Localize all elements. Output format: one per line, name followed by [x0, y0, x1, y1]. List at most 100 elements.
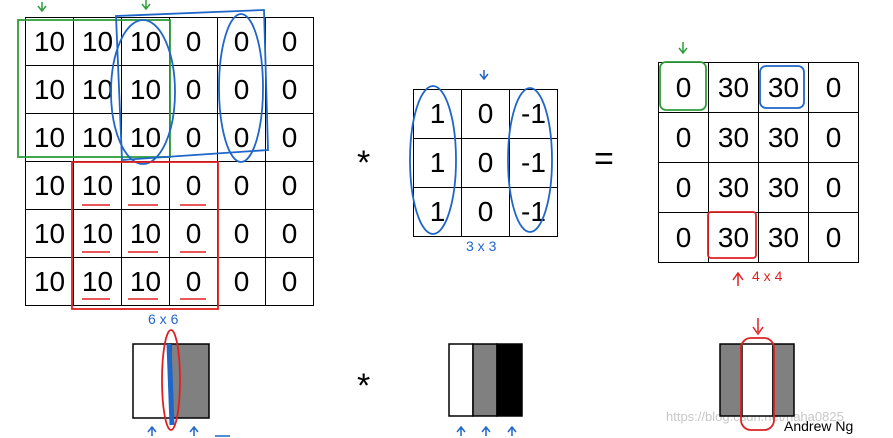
matrix-cell: 10 [25, 65, 74, 114]
matrix-cell: 30 [708, 112, 759, 163]
matrix-cell: 10 [73, 257, 122, 306]
green-arrow-icon [37, 2, 47, 13]
matrix-cell: 10 [25, 209, 74, 258]
matrix-cell: -1 [509, 89, 558, 139]
matrix-cell: 0 [169, 65, 218, 114]
matrix-cell: 1 [413, 187, 462, 237]
matrix-cell: 10 [25, 113, 74, 162]
equals-symbol: = [594, 140, 614, 178]
matrix-cell: 1 [413, 138, 462, 188]
output-image-white [741, 343, 774, 417]
matrix-cell: 0 [217, 257, 266, 306]
matrix-cell: 10 [73, 161, 122, 210]
matrix-cell: 10 [121, 65, 170, 114]
matrix-cell: 10 [121, 161, 170, 210]
matrix-cell: 0 [265, 161, 314, 210]
edge-red-oval [161, 329, 181, 431]
matrix-cell: 30 [758, 162, 809, 213]
output-image-gray-left [719, 343, 743, 417]
input-size-note: 6 x 6 [148, 311, 179, 327]
matrix-cell: 0 [658, 162, 709, 213]
matrix-cell: -1 [509, 138, 558, 188]
green-arrow-icon-3 [678, 42, 688, 55]
matrix-cell: 10 [25, 257, 74, 306]
blue-arrow-up-icon [147, 425, 157, 436]
matrix-cell: 10 [73, 65, 122, 114]
matrix-cell: 0 [808, 212, 859, 263]
matrix-cell: 10 [73, 113, 122, 162]
matrix-cell: 0 [217, 17, 266, 66]
matrix-cell: 0 [169, 209, 218, 258]
matrix-cell: 30 [758, 112, 809, 163]
edge-blue-line [166, 343, 175, 426]
matrix-cell: 0 [658, 62, 709, 113]
matrix-cell: 0 [658, 212, 709, 263]
matrix-cell: 0 [265, 209, 314, 258]
output-size-note: 4 x 4 [752, 268, 783, 284]
filter-image-white [448, 343, 474, 417]
input-image-white [132, 343, 172, 419]
blue-arrow-up-icon-2 [189, 425, 230, 437]
matrix-cell: 0 [265, 257, 314, 306]
matrix-cell: 10 [121, 257, 170, 306]
green-arrow-icon-2 [141, 0, 151, 11]
matrix-cell: 0 [658, 112, 709, 163]
convolution-symbol-bottom: * [357, 367, 371, 405]
matrix-cell: 0 [461, 138, 510, 188]
matrix-cell: 30 [708, 162, 759, 213]
matrix-cell: 0 [217, 161, 266, 210]
matrix-cell: -1 [509, 187, 558, 237]
matrix-cell: 0 [217, 65, 266, 114]
matrix-cell: 10 [121, 209, 170, 258]
matrix-cell: 0 [217, 113, 266, 162]
output-image-gray-right [772, 343, 795, 417]
matrix-cell: 30 [708, 62, 759, 113]
filter-image-gray [472, 343, 498, 417]
matrix-cell: 10 [73, 209, 122, 258]
input-image-gray [170, 343, 210, 419]
matrix-cell: 0 [217, 209, 266, 258]
matrix-cell: 10 [73, 17, 122, 66]
matrix-cell: 0 [265, 65, 314, 114]
matrix-cell: 0 [169, 17, 218, 66]
matrix-cell: 10 [121, 17, 170, 66]
matrix-cell: 0 [169, 161, 218, 210]
matrix-cell: 10 [25, 17, 74, 66]
matrix-cell: 0 [265, 17, 314, 66]
matrix-cell: 0 [265, 113, 314, 162]
convolution-symbol: * [357, 144, 371, 182]
matrix-cell: 0 [808, 112, 859, 163]
matrix-cell: 10 [121, 113, 170, 162]
matrix-cell: 0 [808, 162, 859, 213]
matrix-cell: 1 [413, 89, 462, 139]
blue-arrow-icon [479, 70, 489, 81]
matrix-cell: 0 [808, 62, 859, 113]
matrix-cell: 0 [461, 89, 510, 139]
matrix-cell: 30 [758, 62, 809, 113]
matrix-cell: 0 [169, 257, 218, 306]
author-credit: Andrew Ng [784, 418, 854, 434]
matrix-cell: 0 [461, 187, 510, 237]
matrix-cell: 10 [25, 161, 74, 210]
matrix-cell: 0 [169, 113, 218, 162]
matrix-cell: 30 [758, 212, 809, 263]
matrix-cell: 30 [708, 212, 759, 263]
filter-arrow-icons [456, 425, 517, 436]
filter-size-note: 3 x 3 [466, 238, 497, 254]
